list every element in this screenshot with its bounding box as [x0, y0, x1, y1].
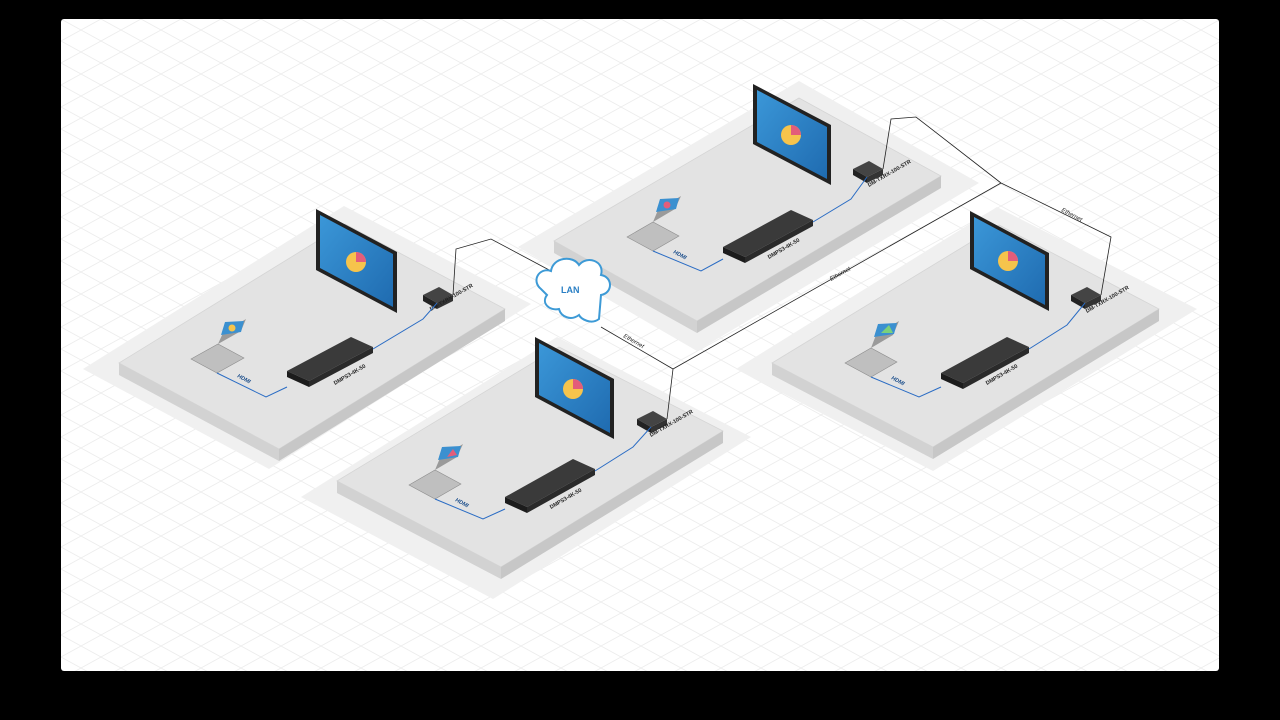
- room-top: DM-TXRX-100-STR DMPS3-4K-50 HDMI: [518, 81, 1002, 351]
- ethernet-cable: [672, 182, 1002, 370]
- platform-side: [501, 431, 723, 579]
- platform-side: [279, 309, 505, 461]
- laptop: [190, 319, 246, 374]
- receiver-box: [423, 287, 453, 309]
- hdmi-cable: [812, 176, 868, 223]
- hdmi-cable: [1028, 302, 1086, 350]
- hdmi-cable: [594, 426, 652, 472]
- hdmi-cable: [216, 372, 288, 398]
- cloud-icon: [535, 257, 611, 323]
- hdmi-cable: [434, 498, 506, 520]
- lan-label: LAN: [561, 285, 580, 295]
- ethernet-cable: [882, 116, 1002, 184]
- room-left: DM-TXRX-100-STR DMPS3-4K-50 HDMI: [83, 206, 552, 469]
- receiver-box: [1071, 287, 1101, 309]
- ethernet-cable: [1000, 182, 1112, 296]
- hdmi-cable: [870, 376, 942, 398]
- laptop: [844, 321, 899, 378]
- transmitter-switcher: [723, 210, 813, 263]
- transmitter-switcher: [287, 337, 373, 387]
- display: [535, 337, 614, 439]
- display: [753, 84, 831, 185]
- display: [316, 209, 397, 313]
- platform-side: [933, 309, 1159, 459]
- transmitter-switcher: [505, 459, 595, 513]
- hdmi-cable: [372, 302, 438, 350]
- room-right: DM-TXRX-100-STR DMPS3-4K-50 HDMI Etherne…: [736, 182, 1197, 471]
- platform-side: [772, 363, 933, 459]
- network-diagram: DM-TXRX-100-STR DMPS3-4K-50 HDMI: [61, 19, 1219, 671]
- receiver-box: [637, 411, 667, 433]
- platform-side: [697, 176, 941, 333]
- room-bottom-center: DM-TXRX-100-STR DMPS3-4K-50 HDMI Etherne…: [301, 182, 1002, 599]
- laptop: [626, 196, 681, 252]
- platform-side: [119, 363, 279, 461]
- platform-side: [337, 481, 501, 579]
- diagram-canvas: DM-TXRX-100-STR DMPS3-4K-50 HDMI: [61, 19, 1219, 671]
- laptop: [408, 444, 463, 500]
- hdmi-cable: [652, 250, 724, 272]
- ethernet-cable: [452, 238, 552, 296]
- transmitter-switcher: [941, 337, 1029, 389]
- display: [970, 211, 1049, 311]
- receiver-box: [853, 161, 883, 183]
- lan-cloud: LAN: [535, 257, 611, 323]
